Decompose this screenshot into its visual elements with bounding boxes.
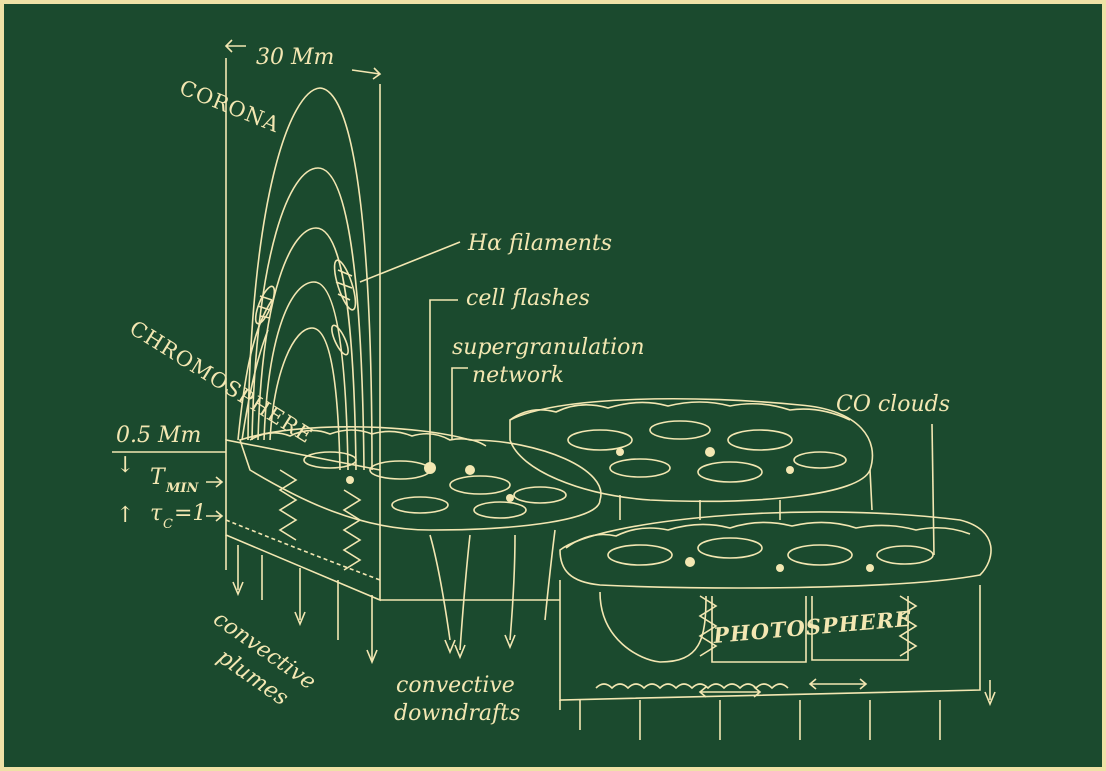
tau-subscript: C [163,517,173,532]
tau-label: τ [150,501,163,526]
tmin-subscript: MIN [165,481,199,496]
height-scale: 0.5 Mm ↓ T MIN ↑ τ C =1 [112,423,226,532]
tau-arrow: ↑ [116,503,134,528]
corona-label: CORONA [176,75,283,137]
supergranulation-pointer-line [452,368,468,440]
co-clouds-label: CO clouds [836,392,950,417]
co-clouds-pointer-line [932,424,934,555]
supergranulation-label-line1: supergranulation [452,335,645,360]
halpha-pointer-line [360,242,460,282]
convective-downdrafts-label-line1: convective [396,673,515,698]
tmin-arrow: ↓ [116,453,134,478]
cell-flashes-pointer-line [430,300,458,465]
left-block [226,427,601,662]
tmin-label: T [150,465,167,490]
width-scale: 30 Mm [226,40,380,79]
supergranulation-label-line2: network [472,363,564,388]
tau-value: =1 [174,501,206,526]
halpha-filaments-label: Hα filaments [467,231,612,256]
cell-flashes-label: cell flashes [466,286,590,311]
height-scale-label: 0.5 Mm [116,423,201,448]
back-right-block [510,399,872,520]
convective-downdrafts-label-line2: downdrafts [394,701,520,726]
width-scale-label: 30 Mm [256,45,334,70]
